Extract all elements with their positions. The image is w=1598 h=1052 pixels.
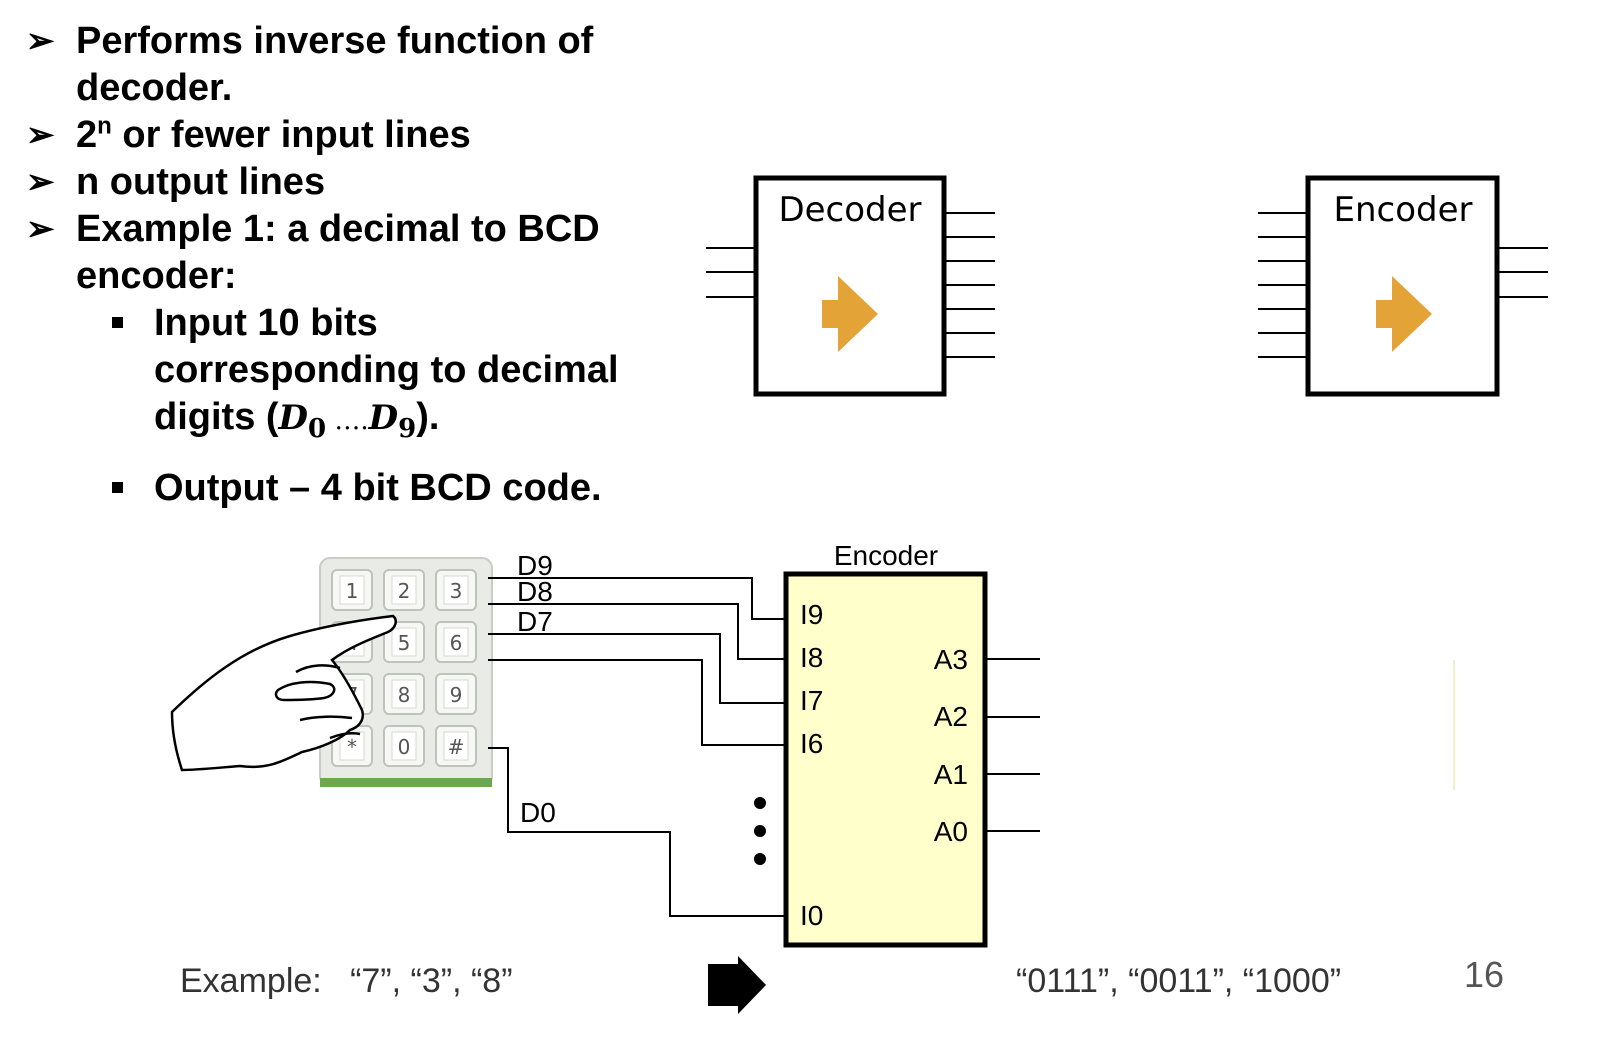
encoder-block: Encoder xyxy=(1258,175,1548,397)
keypad-key-label: 2 xyxy=(398,579,411,603)
input-label-i8: I8 xyxy=(800,642,823,673)
encoder-circuit: Encoder I9 I8 I7 I6 I0 A3 A2 A1 A0 xyxy=(783,540,1040,948)
keypad-key-label: 8 xyxy=(398,683,411,707)
decoder-block: Decoder xyxy=(706,175,995,397)
input-label-i0: I0 xyxy=(800,900,823,931)
encoder-label: Encoder xyxy=(1333,190,1472,230)
page-number: 16 xyxy=(1464,954,1505,995)
keypad-key[interactable]: 0 xyxy=(383,725,425,767)
example-text: Example: “7”, “3”, “8” xyxy=(180,962,513,1000)
wire-label-d8: D8 xyxy=(517,576,553,607)
arrow-bullet-icon: ➢ xyxy=(26,163,55,201)
keypad-key-label: * xyxy=(347,735,357,759)
keypad-key-label: 1 xyxy=(346,579,359,603)
black-arrow-icon xyxy=(708,956,766,1014)
subbullet-1: Input 10 bits corresponding to decimal d… xyxy=(26,300,726,453)
decoder-output-lines xyxy=(944,212,995,358)
keypad-key[interactable]: 8 xyxy=(383,673,425,715)
arrow-bullet-icon: ➢ xyxy=(26,116,55,154)
keypad-key[interactable]: 1 xyxy=(331,569,373,611)
decoder-box xyxy=(753,175,947,397)
encoder-outputs: A3 A2 A1 A0 xyxy=(934,644,968,847)
keypad-key-label: 9 xyxy=(450,683,463,707)
keypad-key-label: 6 xyxy=(450,631,463,655)
wire-label-d9: D9 xyxy=(517,550,553,581)
output-label-a2: A2 xyxy=(934,701,968,732)
decoder-label: Decoder xyxy=(778,190,921,230)
decoder-input-lines xyxy=(706,247,756,298)
orange-arrow-icon xyxy=(822,276,878,352)
output-label-a1: A1 xyxy=(934,759,968,790)
arrow-bullet-icon: ➢ xyxy=(26,210,55,248)
encoder-output-lines xyxy=(1497,247,1548,298)
keypad-key-label: 5 xyxy=(398,631,411,655)
bullet-list: ➢ Performs inverse function of decoder. … xyxy=(26,18,726,512)
bullet-4: ➢ Example 1: a decimal to BCD encoder: xyxy=(26,208,600,297)
encoder-input-lines xyxy=(1258,212,1308,358)
keypad: 123456789*0# xyxy=(319,557,493,787)
keypad-key-label: 3 xyxy=(450,579,463,603)
keypad-key-label: 0 xyxy=(398,735,411,759)
input-label-i7: I7 xyxy=(800,685,823,716)
output-label-a0: A0 xyxy=(934,816,968,847)
bullet-1: ➢ Performs inverse function of decoder. xyxy=(26,20,594,109)
subbullet-2: Output – 4 bit BCD code. xyxy=(26,465,726,512)
input-label-i9: I9 xyxy=(800,599,823,630)
keypad-key[interactable]: 6 xyxy=(435,621,477,663)
output-label-a3: A3 xyxy=(934,644,968,675)
wire-labels: D9 D8 D7 D0 xyxy=(517,550,556,828)
square-bullet-icon xyxy=(112,317,123,328)
wire-label-d0: D0 xyxy=(520,797,556,828)
keypad-key[interactable]: 2 xyxy=(383,569,425,611)
bullet-2: ➢ 2n or fewer input lines xyxy=(26,112,726,159)
input-wires xyxy=(488,577,788,917)
keypad-key[interactable]: 3 xyxy=(435,569,477,611)
input-label-i6: I6 xyxy=(800,728,823,759)
output-codes: “0111”, “0011”, “1000” xyxy=(1016,962,1342,1000)
arrow-bullet-icon: ➢ xyxy=(26,22,55,60)
wire-label-d7: D7 xyxy=(517,606,553,637)
output-wires xyxy=(985,658,1040,832)
keypad-key[interactable]: 9 xyxy=(435,673,477,715)
keypad-pcb xyxy=(320,778,492,787)
keypad-key[interactable]: 5 xyxy=(383,621,425,663)
encoder-inputs: I9 I8 I7 I6 I0 xyxy=(800,599,823,931)
bullet-3: ➢ n output lines xyxy=(26,159,726,206)
hand-icon xyxy=(170,614,397,772)
keypad-key[interactable]: # xyxy=(435,725,477,767)
encoder-circuit-box xyxy=(783,571,988,948)
square-bullet-icon xyxy=(112,481,123,493)
encoder-circuit-title: Encoder xyxy=(834,540,938,571)
orange-arrow-icon xyxy=(1376,276,1432,352)
keypad-key-label: # xyxy=(448,735,465,759)
